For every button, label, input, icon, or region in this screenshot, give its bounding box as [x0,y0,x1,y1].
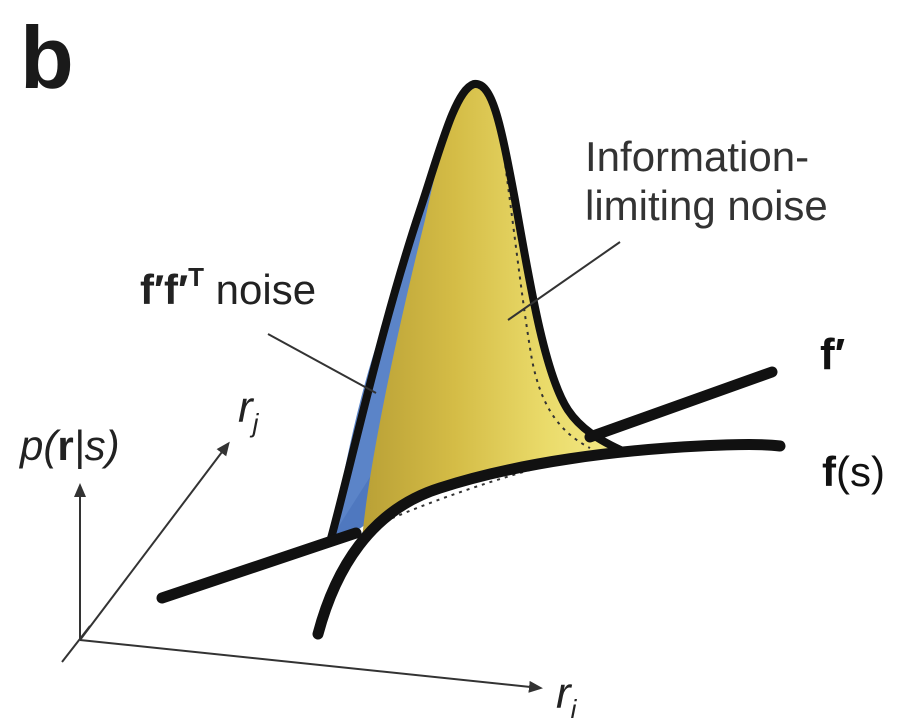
axis-rj [79,441,230,641]
ri-sub: i [570,694,577,724]
ff-label-sup: T [188,262,205,292]
panel-label: b [20,8,74,107]
ff-noise-label: f′f′T noise [140,264,316,311]
rj-axis-label: rj [238,383,259,438]
bump-outline [326,80,629,546]
ff-label-bold: f′f′ [140,266,189,313]
f-prime-label: f′ [820,330,846,379]
f-s-label-bold: f [822,448,836,495]
ri-base: r [556,669,571,718]
rj-sub: j [252,408,259,438]
information-limiting-noise-label: Information- limiting noise [585,132,828,230]
f-s-label: f(s) [822,451,885,493]
p-r-given-s-label: p(r|s) [20,425,120,467]
callout-info-limiting [507,241,621,321]
axis-ri [79,639,543,693]
ri-axis-label: ri [556,669,577,724]
axis-origin-tick [61,625,91,663]
p-label-bold: r [57,422,74,469]
info-label-line2: limiting noise [585,182,828,230]
ff-label-text: noise [204,266,317,313]
f-s-label-rest: (s) [836,448,885,495]
f-s-curve [312,439,786,640]
rj-base: r [238,383,253,432]
info-label-line1: Information- [585,133,810,180]
p-label-prefix: p( [20,422,58,469]
blue-noise-lower [300,455,384,548]
f-prime-line-right [584,366,778,443]
information-limiting-noise-surface [362,83,625,540]
p-label-suffix: |s) [73,422,120,469]
callout-ff-noise [267,333,377,394]
f-prime-line [156,527,362,604]
